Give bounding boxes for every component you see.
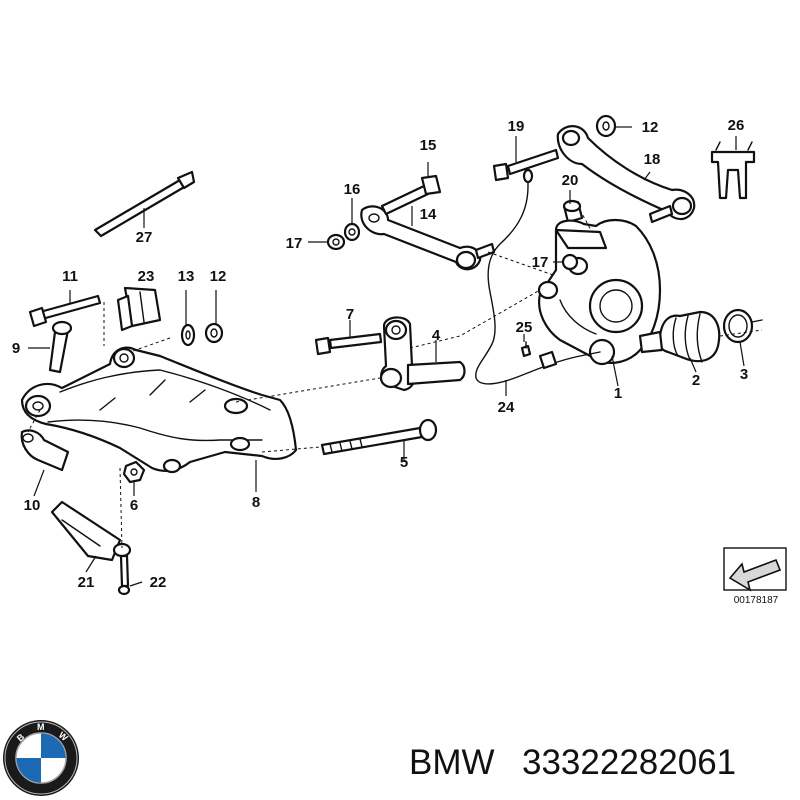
label-part-20: 20 (562, 172, 579, 189)
label-part-1: 1 (614, 385, 622, 402)
label-part-24: 24 (498, 399, 515, 416)
part-19-bolt (492, 148, 560, 182)
part-14-control-arm (360, 205, 496, 271)
label-part-4: 4 (432, 327, 441, 344)
label-part-26: 26 (728, 117, 745, 134)
part-6-nut (122, 460, 146, 484)
part-25-screw (520, 341, 532, 358)
part-26-clip (710, 141, 756, 200)
part-16-washer (343, 222, 361, 242)
part-22-bolt (117, 554, 131, 596)
label-part-12: 12 (210, 268, 227, 285)
reference-code: 00178187 (734, 595, 779, 606)
label-part-6: 6 (130, 497, 138, 514)
part-10-bump-stop (20, 429, 70, 472)
label-part-13: 13 (178, 268, 195, 285)
part-3-circlip (722, 308, 763, 344)
part-11-bolt (28, 294, 102, 328)
label-part-9: 9 (12, 340, 20, 357)
label-part-16: 16 (344, 181, 361, 198)
label-part-21: 21 (78, 574, 95, 591)
part-13-washer (180, 323, 196, 347)
label-part-12-right: 12 (642, 119, 659, 136)
part-17-nut-right (561, 253, 579, 271)
part-12-bush-right (595, 114, 617, 138)
bmw-logo: B M W (3, 720, 79, 796)
assembly-line-b (129, 337, 171, 353)
part-17-nut-left (326, 233, 346, 251)
label-part-11: 11 (62, 268, 78, 285)
part-23-bracket (116, 286, 162, 332)
caption-part-number: 33322282061 (522, 743, 736, 782)
part-21-plate (50, 500, 132, 562)
label-part-3: 3 (740, 366, 748, 383)
part-24-sensor-wire (475, 168, 601, 385)
part-27-cable-tie (93, 170, 196, 238)
assembly-line-h (719, 329, 763, 337)
svg-text:B: B (15, 731, 27, 743)
label-part-2: 2 (692, 372, 700, 389)
part-2-boot (638, 310, 721, 363)
caption-brand: BMW (409, 743, 495, 782)
svg-text:M: M (37, 722, 45, 732)
label-part-5: 5 (400, 454, 408, 471)
part-15-bolt (380, 174, 442, 216)
label-part-17-left: 17 (286, 235, 303, 252)
leader-lines (28, 126, 745, 587)
assembly-line-c (235, 377, 381, 403)
label-part-7: 7 (346, 306, 354, 323)
label-part-18: 18 (644, 151, 661, 168)
label-part-17-right: 17 (532, 254, 549, 271)
part-12-bush-left (204, 322, 224, 344)
part-5-bolt (320, 418, 438, 456)
label-part-25: 25 (516, 319, 533, 336)
label-part-19: 19 (508, 118, 525, 135)
part-18-wishbone (556, 125, 696, 224)
part-20-bushing (562, 199, 584, 224)
assembly-line-i (27, 409, 41, 433)
part-4-mount (379, 316, 466, 392)
label-part-8: 8 (252, 494, 260, 511)
assembly-line-f (487, 251, 557, 277)
label-part-27: 27 (136, 229, 153, 246)
part-8-subframe (20, 346, 298, 474)
orientation-arrow-frame (723, 547, 787, 592)
assembly-line-j (119, 467, 123, 549)
label-part-14: 14 (420, 206, 437, 223)
label-part-22: 22 (150, 574, 167, 591)
label-part-23: 23 (138, 268, 155, 285)
part-7-bolt (314, 332, 383, 356)
label-part-15: 15 (420, 137, 437, 154)
label-part-10: 10 (24, 497, 41, 514)
part-9-bolt (48, 320, 73, 374)
assembly-line-g (579, 209, 593, 233)
assembly-line-d (261, 446, 321, 453)
